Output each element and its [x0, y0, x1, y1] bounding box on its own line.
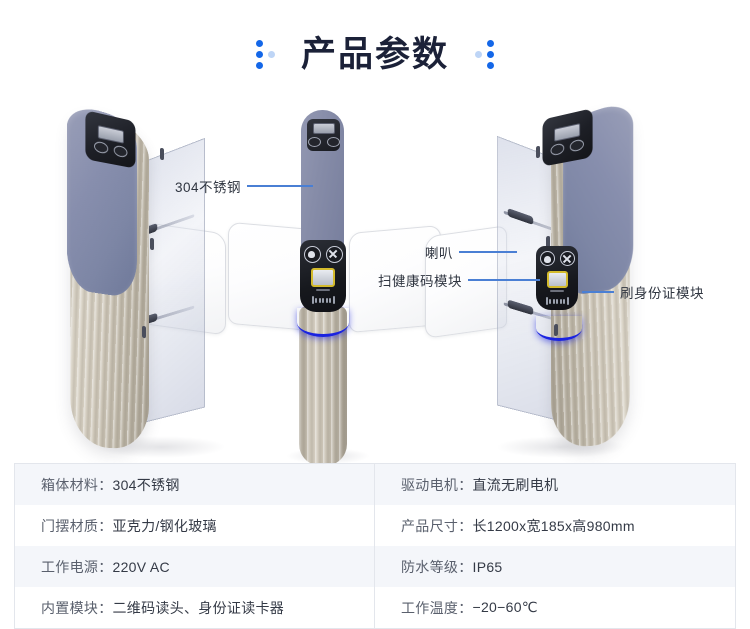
indicator-display [97, 124, 124, 144]
spec-label: 门摆材质： [41, 517, 113, 534]
spec-label: 工作电源： [41, 558, 113, 575]
led-status-arc [536, 316, 582, 341]
dot [255, 39, 263, 47]
fingerprint-icon [539, 251, 555, 266]
arrow-indicator-icon [326, 137, 340, 147]
page-header: 产品参数 [0, 0, 750, 108]
cabinet-head-display [542, 108, 593, 167]
spec-label: 箱体材料： [41, 476, 113, 493]
spec-value: −20−60℃ [472, 599, 538, 615]
qr-scanner-window [311, 268, 335, 287]
scanner-nameplate [316, 289, 330, 291]
callout-label: 喇叭 [425, 246, 453, 261]
spec-cell: 工作温度： −20−60℃ [375, 587, 735, 628]
leader-line [468, 279, 540, 281]
spec-table: 箱体材料： 304不锈钢 驱动电机： 直流无刷电机 门摆材质： 亚克力/钢化玻璃… [14, 463, 736, 629]
panel-icon-row [539, 251, 575, 266]
dot [268, 62, 275, 69]
dot-grid-icon-left [255, 39, 275, 69]
ir-sensor-slot [150, 237, 154, 251]
panel-icon-row [303, 246, 343, 263]
speaker-grille-icon [545, 297, 569, 305]
spec-cell: 内置模块： 二维码读头、身份证读卡器 [15, 587, 375, 628]
spec-value: 直流无刷电机 [472, 476, 559, 493]
dot [475, 50, 482, 58]
ir-sensor-slot [536, 145, 540, 159]
cabinet-head-display [85, 110, 136, 169]
leader-line [247, 185, 314, 187]
ir-sensor-slot [160, 147, 164, 161]
spec-label: 驱动电机： [401, 476, 473, 493]
led-status-arc [297, 308, 349, 337]
spec-value: 304不锈钢 [112, 476, 180, 493]
dot [487, 50, 494, 58]
table-row: 门摆材质： 亚克力/钢化玻璃 产品尺寸： 长1200x宽185x高980mm [15, 505, 735, 546]
cross-indicator-icon [550, 142, 565, 156]
arrow-indicator-icon [569, 138, 584, 152]
spec-value: 220V AC [112, 558, 170, 575]
leader-line [582, 291, 614, 293]
product-illustration: 304不锈钢 喇叭 扫健康码模块 刷身份证模块 [0, 96, 750, 466]
arrow-indicator-icon [113, 144, 128, 158]
dot [255, 50, 263, 58]
leader-line [459, 251, 517, 253]
swing-arm-hinge [507, 299, 534, 316]
spec-value: IP65 [472, 558, 503, 575]
callout-stainless: 304不锈钢 [175, 176, 314, 196]
dot [267, 50, 275, 58]
callout-id-card: 刷身份证模块 [582, 282, 704, 302]
pedestal-head-display [307, 119, 340, 151]
callout-label: 304不锈钢 [175, 180, 242, 195]
cabinet-frame [488, 98, 638, 453]
speaker-grille-icon [311, 296, 335, 304]
callout-speaker: 喇叭 [425, 242, 517, 262]
spec-label: 工作温度： [401, 599, 473, 616]
dot-grid-icon-right [475, 39, 494, 69]
cabinet-frame [62, 100, 212, 455]
callout-health-code: 扫健康码模块 [378, 270, 540, 290]
reader-panel-center [300, 240, 346, 312]
spec-cell: 箱体材料： 304不锈钢 [15, 464, 375, 505]
ir-sensor-slot [142, 325, 146, 339]
spec-label: 内置模块： [41, 599, 113, 616]
gate-cabinet-left [62, 100, 212, 455]
dot [475, 62, 482, 69]
table-row: 工作电源： 220V AC 防水等级： IP65 [15, 546, 735, 587]
dot [255, 61, 263, 69]
spec-label: 防水等级： [401, 558, 473, 575]
dot [475, 40, 482, 47]
fingerprint-icon [303, 246, 321, 263]
callout-label: 扫健康码模块 [378, 274, 462, 289]
indicator-icons [307, 137, 340, 147]
spec-cell: 防水等级： IP65 [375, 546, 735, 587]
scanner-nameplate [550, 290, 564, 292]
spec-cell: 工作电源： 220V AC [15, 546, 375, 587]
spec-cell: 驱动电机： 直流无刷电机 [375, 464, 735, 505]
spec-cell: 门摆材质： 亚克力/钢化玻璃 [15, 505, 375, 546]
spec-value: 长1200x宽185x高980mm [472, 517, 635, 534]
dot [487, 39, 494, 47]
spec-cell: 产品尺寸： 长1200x宽185x高980mm [375, 505, 735, 546]
cross-indicator-icon [307, 137, 321, 147]
spec-value: 二维码读头、身份证读卡器 [112, 599, 285, 616]
dot [268, 40, 275, 47]
swing-arm-hinge [507, 208, 534, 225]
gate-cabinet-right [488, 98, 638, 453]
cross-indicator-icon [94, 140, 109, 154]
spec-value: 亚克力/钢化玻璃 [112, 517, 217, 534]
page-title: 产品参数 [300, 34, 449, 74]
spec-label: 产品尺寸： [401, 517, 473, 534]
table-row: 箱体材料： 304不锈钢 驱动电机： 直流无刷电机 [15, 464, 735, 505]
indicator-display [312, 123, 335, 134]
callout-label: 刷身份证模块 [620, 286, 704, 301]
gate-pedestal-center [295, 110, 357, 466]
table-row: 内置模块： 二维码读头、身份证读卡器 工作温度： −20−60℃ [15, 587, 735, 628]
no-entry-icon [559, 251, 575, 266]
qr-scanner-window [546, 271, 568, 288]
no-entry-icon [325, 246, 343, 263]
dot [487, 61, 494, 69]
reader-panel-right [536, 246, 578, 310]
